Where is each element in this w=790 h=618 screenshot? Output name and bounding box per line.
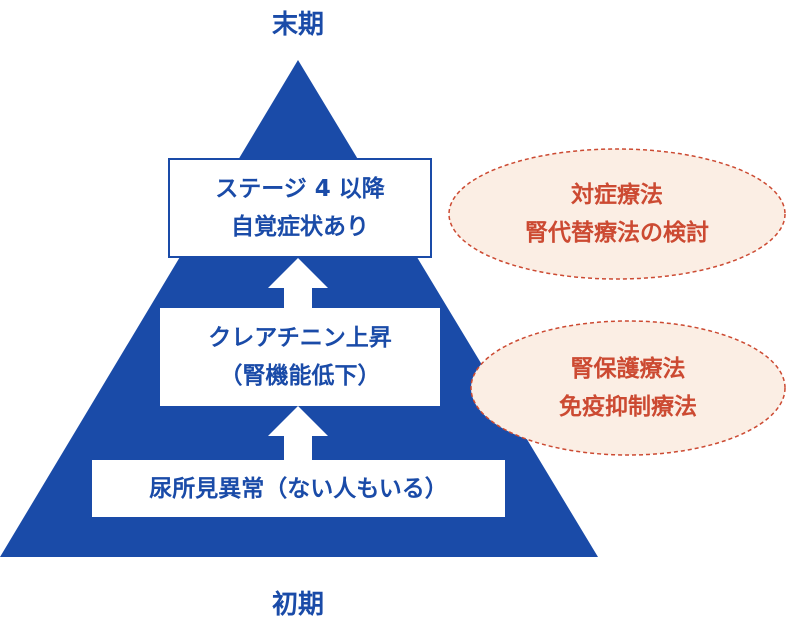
stage-text: 自覚症状あり [231, 214, 369, 240]
stage-box-late: ステージ 4 以降 自覚症状あり [168, 158, 432, 258]
arrow-up-icon [268, 258, 328, 308]
treatment-text: 免疫抑制療法 [559, 394, 697, 420]
treatment-text: 腎代替療法の検討 [525, 220, 709, 246]
treatment-text: 対症療法 [571, 182, 663, 208]
treatment-ellipse-early [470, 320, 786, 456]
stage-text: （腎機能低下） [219, 363, 381, 389]
treatment-early: 腎保護療法 免疫抑制療法 [471, 321, 785, 455]
treatment-text: 腎保護療法 [570, 356, 686, 382]
label-early-stage: 初期 [271, 590, 324, 618]
treatment-ellipse-late [448, 148, 786, 280]
treatment-late: 対症療法 腎代替療法の検討 [449, 149, 785, 279]
stage-box-middle: クレアチニン上昇 （腎機能低下） [160, 308, 440, 406]
stage-text: ステージ 4 以降 [215, 176, 385, 202]
stage-box-early: 尿所見異常（ない人もいる） [92, 460, 505, 517]
label-late-stage: 末期 [271, 10, 324, 40]
arrow-up-icon [268, 406, 328, 460]
stage-text: 尿所見異常（ない人もいる） [149, 475, 448, 502]
stage-text: クレアチニン上昇 [208, 325, 392, 351]
